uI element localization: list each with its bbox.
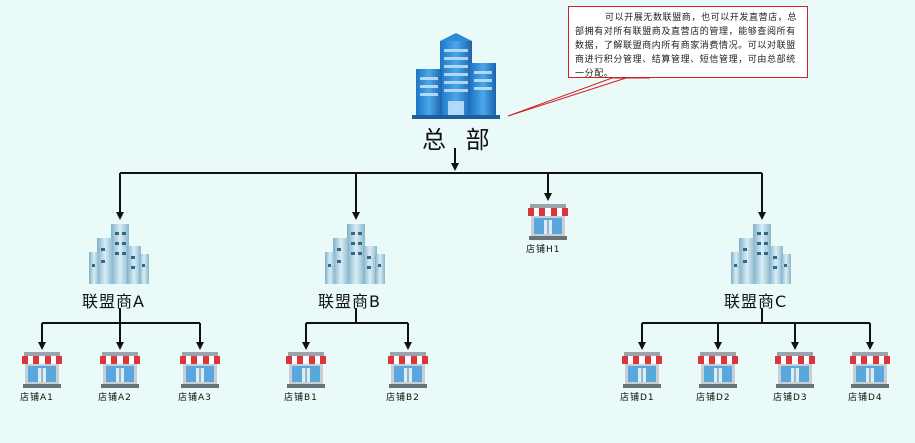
store-label: 店铺B2 <box>386 393 420 403</box>
city-buildings-icon <box>89 220 151 290</box>
storefront-icon <box>698 352 738 392</box>
alliance-label: 联盟商C <box>724 292 788 311</box>
city-buildings-icon <box>731 220 793 290</box>
store-label: 店铺A3 <box>178 393 212 403</box>
store-label: 店铺D4 <box>848 393 883 403</box>
callout-pointer <box>507 77 650 117</box>
storefront-icon <box>22 352 62 392</box>
storefront-icon <box>180 352 220 392</box>
storefront-icon <box>100 352 140 392</box>
storefront-icon <box>286 352 326 392</box>
city-buildings-icon <box>325 220 387 290</box>
hq-description-callout: 可以开展无数联盟商，也可以开发直营店，总部拥有对所有联盟商及直营店的管理，能够查… <box>568 6 808 79</box>
store-label: 店铺B1 <box>284 393 318 403</box>
storefront-icon <box>775 352 815 392</box>
hq-label: 总 部 <box>422 126 496 154</box>
alliance-label: 联盟商A <box>82 292 145 311</box>
store-label: 店铺D2 <box>696 393 731 403</box>
storefront-icon <box>528 204 568 244</box>
store-label: 店铺A1 <box>20 393 54 403</box>
store-label: 店铺A2 <box>98 393 132 403</box>
storefront-icon <box>850 352 890 392</box>
store-label: 店铺D1 <box>620 393 655 403</box>
store-label: 店铺D3 <box>773 393 808 403</box>
office-building-icon <box>412 33 500 119</box>
storefront-icon <box>622 352 662 392</box>
alliance-label: 联盟商B <box>318 292 381 311</box>
storefront-icon <box>388 352 428 392</box>
store-label: 店铺H1 <box>526 245 561 255</box>
